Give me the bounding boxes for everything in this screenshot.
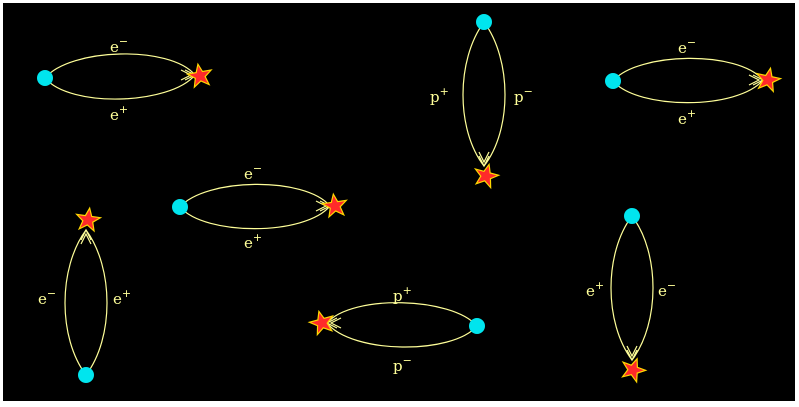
loop-3-bottom-line	[612, 79, 764, 104]
loop-7-left-label: e+	[586, 279, 604, 300]
loop-6-top-label: p+	[393, 284, 412, 305]
loop-2: p+ p−	[430, 14, 533, 190]
loop-1-bottom-line	[44, 74, 196, 100]
loop-2-left-line	[462, 21, 485, 167]
loop-5-right-label: e+	[113, 287, 131, 308]
loop-2-left-label: p+	[430, 85, 449, 106]
loop-4-top-label: e−	[244, 162, 262, 183]
loop-3-top-line	[612, 57, 764, 82]
loop-6-top-line	[326, 302, 478, 327]
loop-1-bottom-label: e+	[110, 103, 128, 124]
loop-7-arrow	[626, 345, 638, 362]
loop-5-left-label: e−	[38, 287, 56, 308]
loop-7-left-line	[610, 215, 633, 361]
loop-4: e− e+	[172, 162, 349, 252]
loop-6-dot	[469, 318, 485, 334]
loop-5-right-line	[85, 229, 108, 376]
loop-5-dot	[78, 367, 94, 383]
diagram-black-field	[3, 3, 795, 401]
loop-4-top-line	[179, 183, 331, 208]
loop-7-right-line	[631, 215, 654, 361]
loop-1-top-line	[44, 53, 196, 79]
loop-3-dot	[605, 73, 621, 89]
loop-4-bottom-line	[179, 205, 331, 230]
loop-1: e− e+	[37, 35, 215, 124]
loop-2-arrow	[478, 151, 490, 168]
loop-6-bottom-line	[326, 322, 478, 348]
loop-2-dot	[476, 14, 492, 30]
loop-3-bottom-label: e+	[678, 107, 696, 128]
loop-6: p+ p−	[306, 284, 485, 375]
loop-7-right-label: e−	[658, 279, 676, 300]
loop-4-dot	[172, 199, 188, 215]
loop-5: e− e+	[38, 205, 131, 383]
loop-7-dot	[624, 208, 640, 224]
loop-3-top-label: e−	[678, 36, 696, 57]
loop-1-dot	[37, 70, 53, 86]
loop-5-left-line	[64, 229, 87, 376]
loop-2-right-label: p−	[514, 85, 533, 106]
loop-2-right-line	[483, 21, 506, 167]
loop-4-bottom-label: e+	[244, 231, 262, 252]
loop-6-bottom-label: p−	[393, 354, 412, 375]
loop-7: e+ e−	[586, 208, 676, 385]
loop-3: e− e+	[605, 36, 783, 128]
loop-5-arrow	[80, 228, 92, 245]
loop-1-top-label: e−	[110, 35, 128, 56]
